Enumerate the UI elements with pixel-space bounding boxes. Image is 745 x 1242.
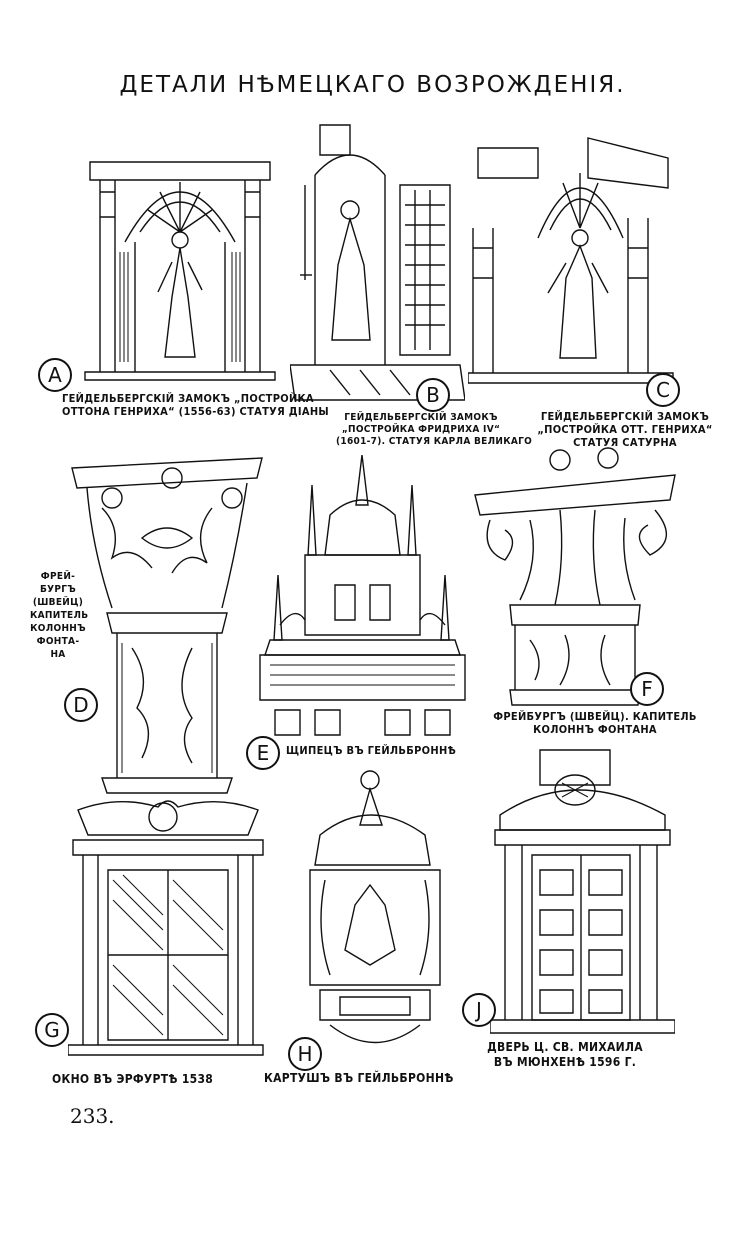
plate-f-caption-line-2: КОЛОННЪ ФОНТАНА: [533, 723, 657, 736]
plate-c-caption-line-3: СТАТУЯ САТУРНА: [573, 436, 677, 449]
plate-j-caption-line-1: ДВЕРЬ Ц. СВ. МИХАИЛА: [487, 1040, 643, 1054]
plate-e-caption-line-1: ЩИПЕЦЪ ВЪ ГЕЙЛЬБРОННѢ: [286, 744, 457, 757]
plate-c-caption: ГЕЙДЕЛЬБЕРГСКІЙ ЗАМОКЪ „ПОСТРОЙКА ОТТ. Г…: [520, 410, 730, 449]
plate-d-caption-line-4: КАПИТЕЛЬ: [30, 610, 89, 621]
plate-b-caption-line-1: ГЕЙДЕЛЬБЕРГСКІЙ ЗАМОКЪ: [344, 412, 498, 423]
plate-j-caption: ДВЕРЬ Ц. СВ. МИХАИЛА ВЪ МЮНХЕНѢ 1596 Г.: [460, 1040, 670, 1070]
plate-a-caption-line-2: ОТТОНА ГЕНРИХА“ (1556-63) СТАТУЯ ДІАНЫ: [62, 405, 329, 418]
plate-j-illustration: [490, 745, 675, 1035]
plate-a-caption: ГЕЙДЕЛЬБЕРГСКІЙ ЗАМОКЪ „ПОСТРОЙКА ОТТОНА…: [62, 392, 329, 418]
plate-h-caption-line-1: КАРТУШЪ ВЪ ГЕЙЛЬБРОННѢ: [264, 1071, 454, 1085]
plate-a-letter: A: [38, 358, 72, 392]
plate-d-caption-line-5: КОЛОННЪ: [30, 623, 86, 634]
plate-d-caption-line-3: (ШВЕЙЦ): [32, 597, 84, 608]
plate-b-caption-line-2: „ПОСТРОЙКА ФРИДРИХА IV“: [341, 424, 501, 435]
plate-g-caption-line-1: ОКНО ВЪ ЭРФУРТѢ 1538: [52, 1072, 214, 1086]
plate-f-illustration: [460, 440, 685, 710]
plate-j-letter: J: [462, 993, 496, 1027]
plate-a-illustration: [80, 122, 280, 384]
plate-e-letter: E: [246, 736, 280, 770]
plate-c-illustration: [468, 118, 678, 388]
plate-b-illustration: [290, 115, 465, 405]
plate-g-caption: ОКНО ВЪ ЭРФУРТѢ 1538: [52, 1073, 213, 1086]
plate-d-caption: ФРЕЙ- БУРГЪ (ШВЕЙЦ) КАПИТЕЛЬ КОЛОННЪ ФОН…: [30, 570, 89, 661]
plate-d-caption-line-6: ФОНТА-: [36, 636, 80, 647]
plate-b-caption: ГЕЙДЕЛЬБЕРГСКІЙ ЗАМОКЪ „ПОСТРОЙКА ФРИДРИ…: [336, 412, 533, 448]
plate-e-illustration: [250, 455, 475, 740]
plate-d-caption-line-7: НА: [50, 649, 66, 660]
plate-h-caption: КАРТУШЪ ВЪ ГЕЙЛЬБРОННѢ: [264, 1072, 454, 1085]
plate-c-caption-line-2: „ПОСТРОЙКА ОТТ. ГЕНРИХА“: [537, 423, 713, 436]
plate-g-letter: G: [35, 1013, 69, 1047]
plate-h-letter: H: [288, 1037, 322, 1071]
plate-d-letter: D: [64, 688, 98, 722]
plate-b-letter: B: [416, 378, 450, 412]
plate-d-caption-line-2: БУРГЪ: [39, 584, 77, 595]
plate-f-caption: ФРЕЙБУРГЪ (ШВЕЙЦ). КАПИТЕЛЬ КОЛОННЪ ФОНТ…: [470, 710, 720, 736]
plate-d-illustration: [62, 448, 272, 798]
plate-f-caption-line-1: ФРЕЙБУРГЪ (ШВЕЙЦ). КАПИТЕЛЬ: [493, 710, 697, 723]
plate-c-caption-line-1: ГЕЙДЕЛЬБЕРГСКІЙ ЗАМОКЪ: [540, 410, 710, 423]
plate-e-caption: ЩИПЕЦЪ ВЪ ГЕЙЛЬБРОННѢ: [286, 744, 456, 757]
page-title: ДЕТАЛИ НѢМЕЦКАГО ВОЗРОЖДЕНІЯ.: [119, 72, 626, 98]
plate-d-caption-line-1: ФРЕЙ-: [40, 571, 76, 582]
plate-f-letter: F: [630, 672, 664, 706]
page-number: 233.: [70, 1104, 115, 1128]
plate-c-letter: C: [646, 373, 680, 407]
plate-a-caption-line-1: ГЕЙДЕЛЬБЕРГСКІЙ ЗАМОКЪ „ПОСТРОЙКА: [62, 392, 314, 405]
plate-b-caption-line-3: (1601-7). СТАТУЯ КАРЛА ВЕЛИКАГО: [336, 436, 533, 447]
plate-j-caption-line-2: ВЪ МЮНХЕНѢ 1596 Г.: [493, 1055, 637, 1069]
plate-g-illustration: [68, 795, 268, 1060]
plate-h-illustration: [300, 765, 460, 1060]
